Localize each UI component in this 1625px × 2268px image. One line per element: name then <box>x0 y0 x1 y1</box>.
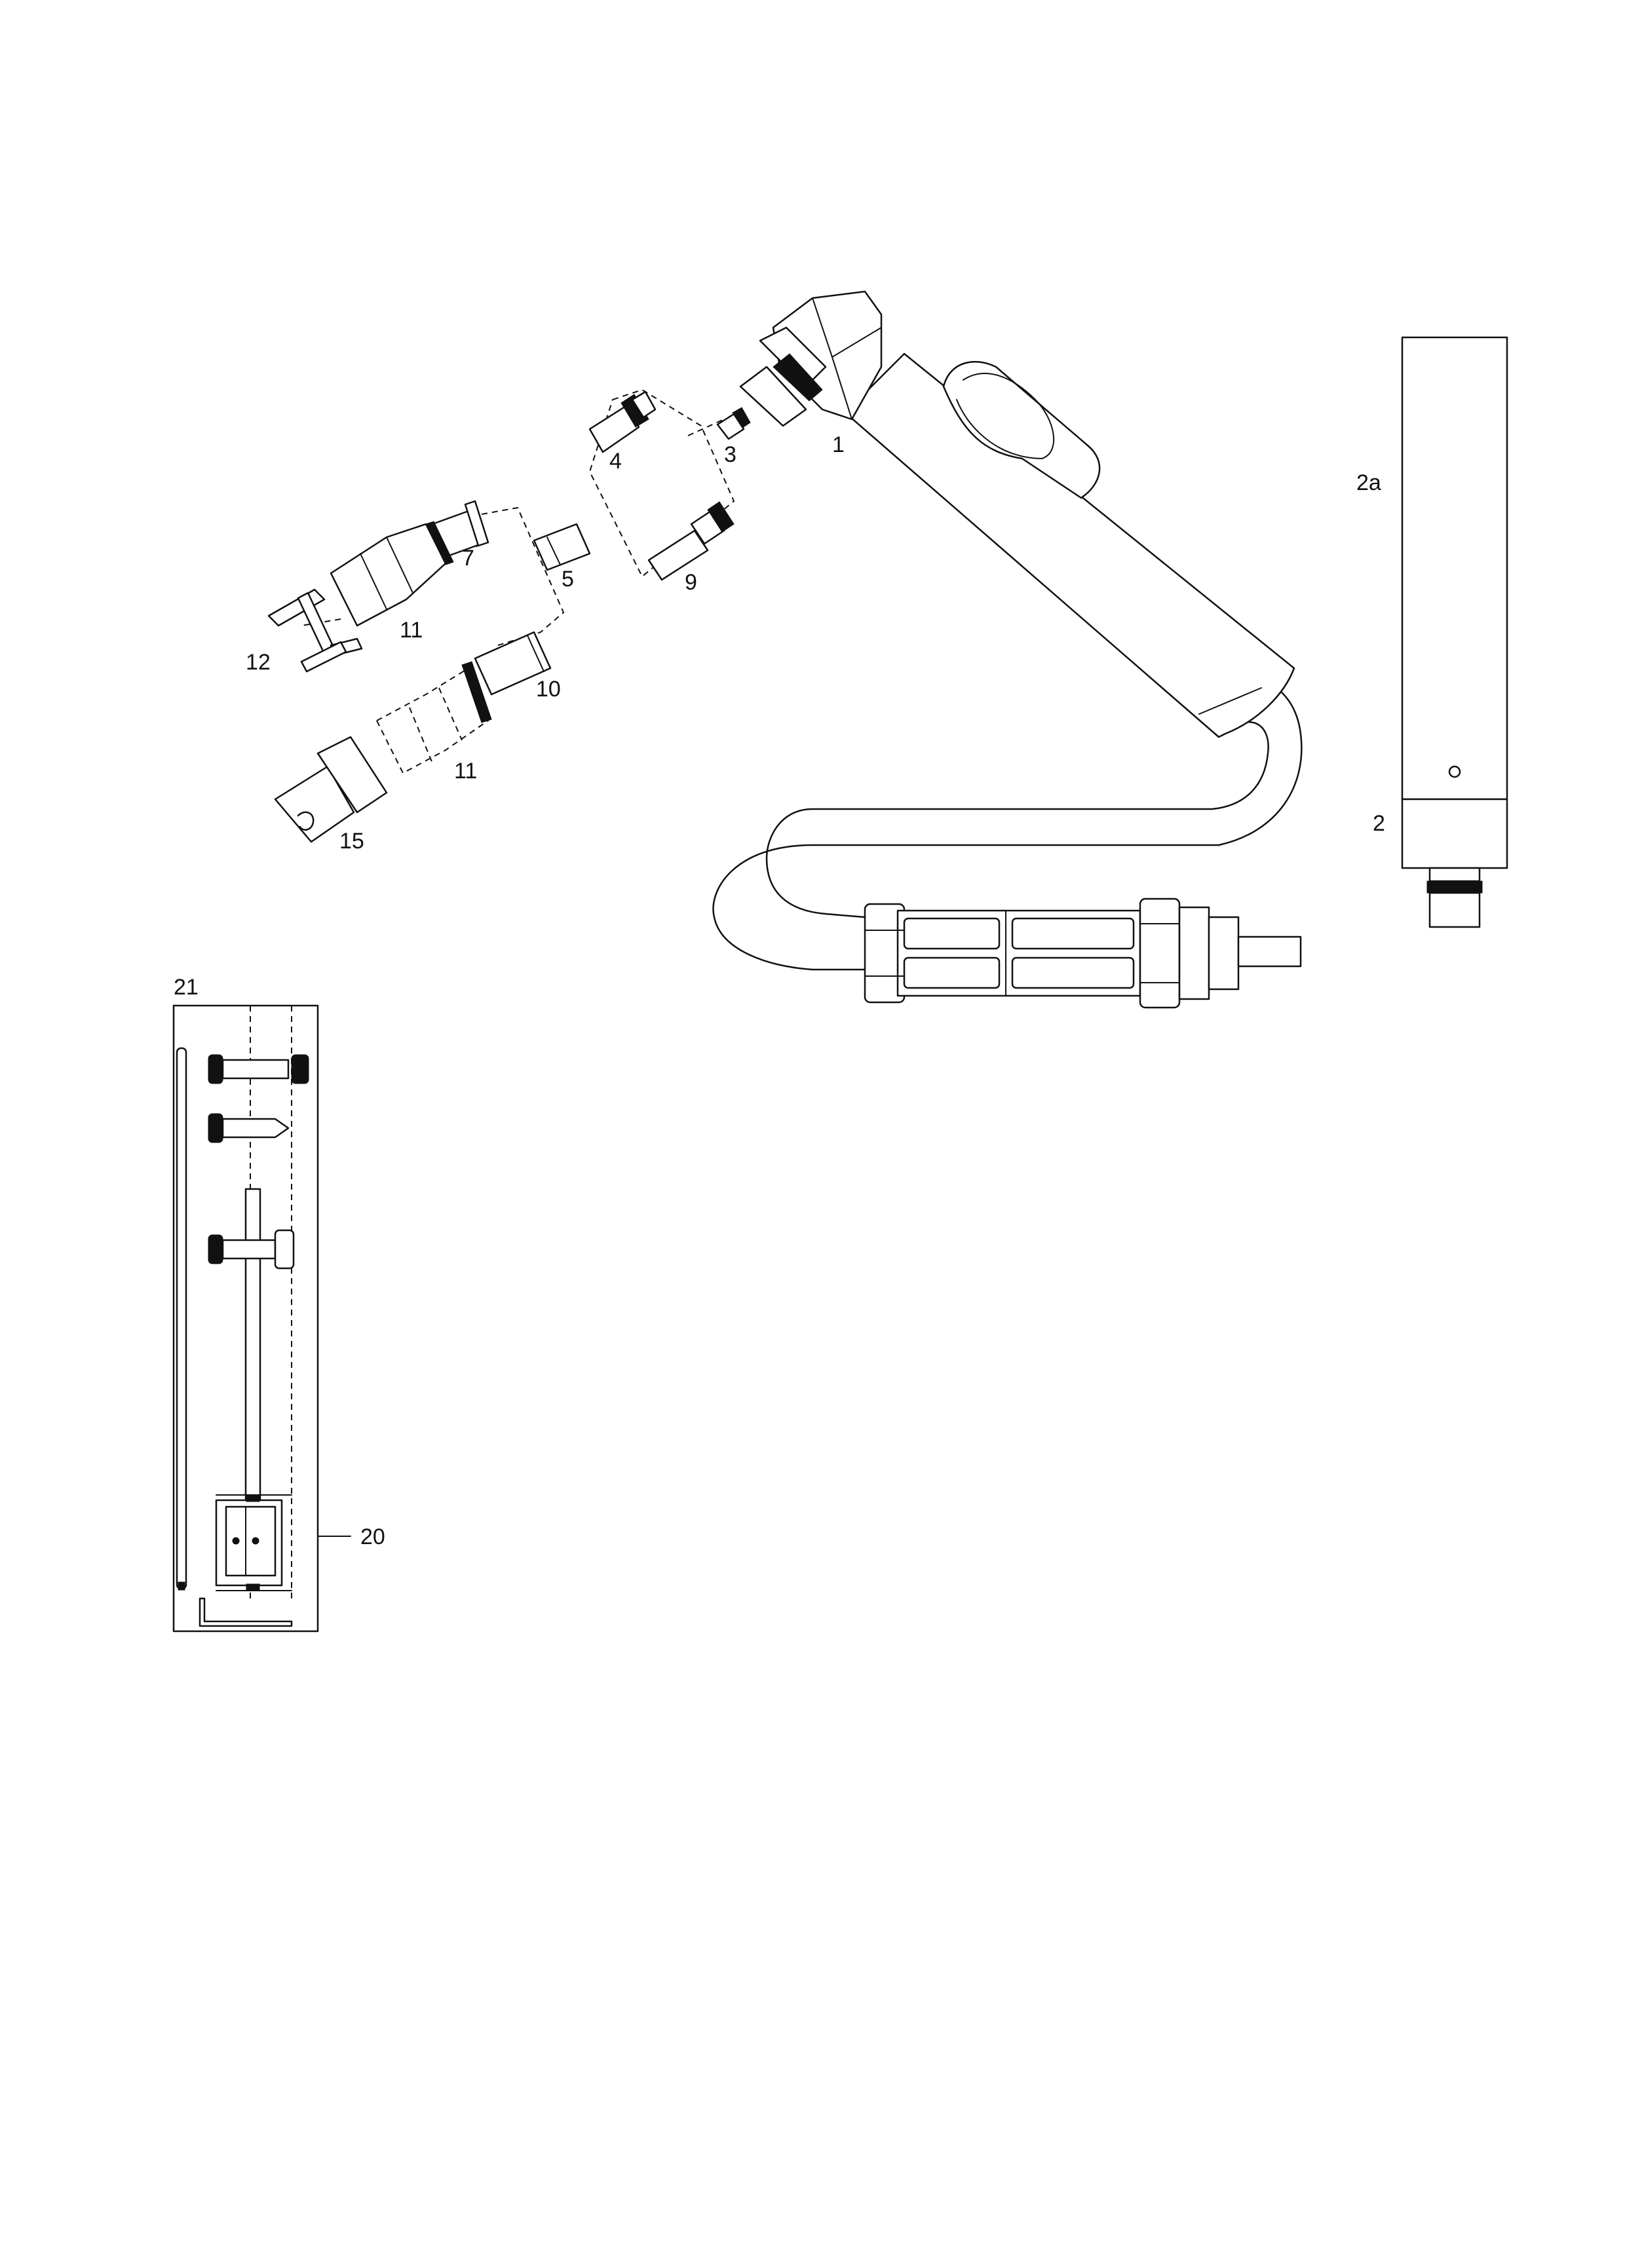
torch-handle <box>844 352 1295 738</box>
part-labels: 1 2a 2 3 4 5 7 9 10 11 11 12 15 20 21 <box>174 432 1385 1549</box>
label-part-2: 2 <box>1373 811 1385 836</box>
radius-arm <box>208 1188 295 1511</box>
circle-cutting-kit-box <box>172 1004 351 1633</box>
part-15-drag-shield <box>274 736 388 843</box>
part-5-swirl-ring <box>533 523 591 571</box>
part-4-electrode <box>588 390 657 453</box>
label-part-1: 1 <box>832 432 845 457</box>
part-3-electrode <box>716 407 751 440</box>
part-9-electrode <box>647 501 735 581</box>
label-part-12: 12 <box>246 650 271 675</box>
trigger-guard <box>942 361 1101 499</box>
wheel-carriage <box>215 1494 292 1591</box>
label-part-11-upper: 11 <box>400 618 423 643</box>
label-part-2a: 2a <box>1356 470 1381 495</box>
consumables-group <box>267 388 751 843</box>
label-part-7: 7 <box>462 546 474 571</box>
dashed-assembly-outline <box>588 388 735 578</box>
part-11-shield-cup <box>330 521 454 627</box>
part-12-standoff-guide <box>267 588 363 673</box>
thumbscrew-2 <box>208 1113 290 1143</box>
label-part-11-lower: 11 <box>454 759 477 784</box>
label-part-15: 15 <box>339 829 364 854</box>
label-part-10: 10 <box>536 677 561 702</box>
hose-connector <box>864 898 1302 1009</box>
part-10-nozzle <box>474 631 552 696</box>
label-part-21: 21 <box>174 975 199 1000</box>
part-11-shield-cup-outline <box>375 661 492 774</box>
sleeve-part-2 <box>1401 336 1508 928</box>
label-part-20: 20 <box>360 1524 385 1549</box>
hex-key <box>199 1597 293 1627</box>
label-part-4: 4 <box>609 449 622 474</box>
thumbscrew-1 <box>208 1054 309 1084</box>
label-part-5: 5 <box>562 567 574 592</box>
torch-assembly <box>712 290 1303 1009</box>
label-part-3: 3 <box>724 442 736 467</box>
torch-hose <box>712 678 1303 971</box>
label-part-9: 9 <box>685 570 697 595</box>
